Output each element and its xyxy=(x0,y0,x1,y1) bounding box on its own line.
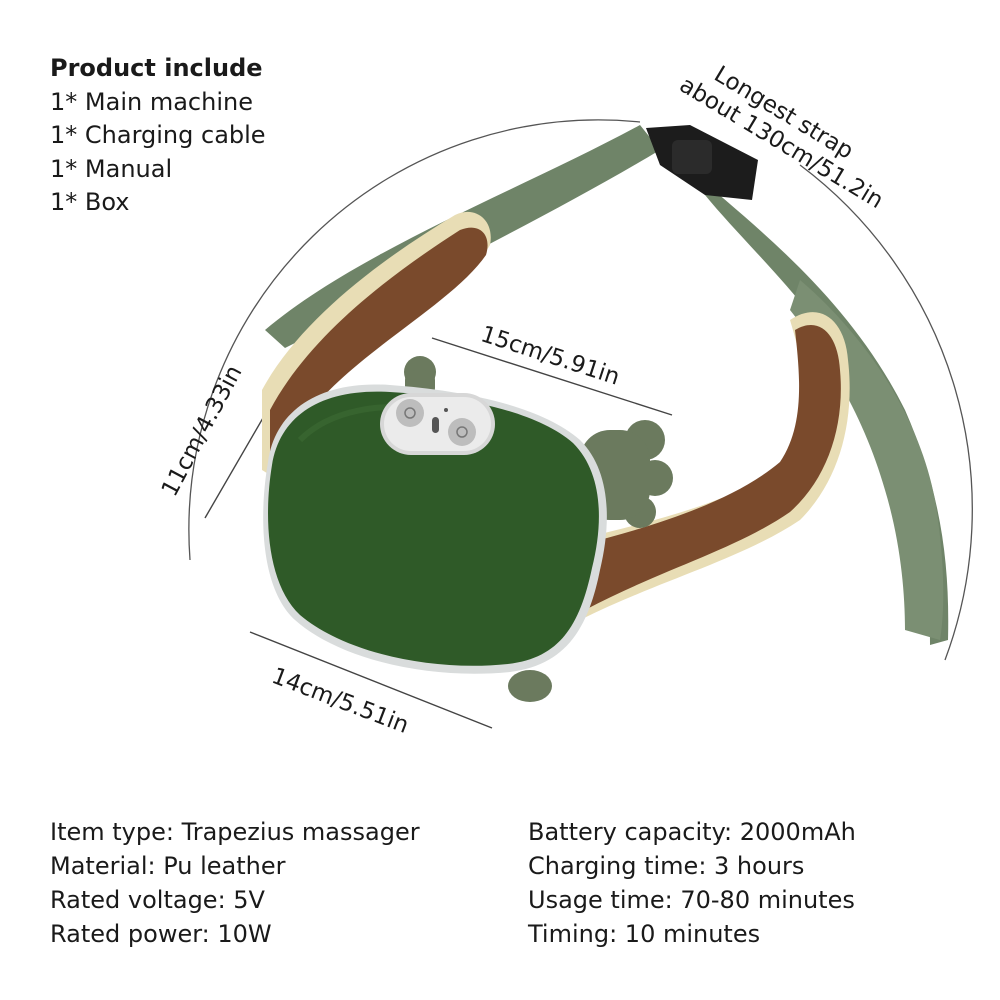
spec-material: Material: Pu leather xyxy=(50,852,286,880)
spec-timing: Timing: 10 minutes xyxy=(528,920,761,948)
include-item: 1* Manual xyxy=(50,154,173,183)
mode-button-icon xyxy=(448,418,476,446)
specs-right: Battery capacity: 2000mAh Charging time:… xyxy=(528,815,856,951)
leather-strap xyxy=(262,211,850,620)
main-machine xyxy=(263,384,607,674)
strap-length-arc-right xyxy=(799,164,973,661)
width-top-line xyxy=(431,337,673,416)
power-button-icon xyxy=(396,399,424,427)
product-include-list: Product include 1* Main machine 1* Charg… xyxy=(50,52,266,220)
spec-charging-time: Charging time: 3 hours xyxy=(528,852,805,880)
control-panel xyxy=(380,393,495,455)
strap-buckle xyxy=(646,125,758,200)
spec-usage-time: Usage time: 70-80 minutes xyxy=(528,886,855,914)
strap-length-arc xyxy=(188,119,641,561)
include-item: 1* Charging cable xyxy=(50,121,266,149)
spec-battery-capacity: Battery capacity: 2000mAh xyxy=(528,818,856,846)
specs-left: Item type: Trapezius massager Material: … xyxy=(50,815,420,951)
include-item: 1* Main machine xyxy=(50,87,253,116)
spec-rated-voltage: Rated voltage: 5V xyxy=(50,886,265,914)
spec-item-type: Item type: Trapezius massager xyxy=(50,818,420,846)
spec-rated-power: Rated power: 10W xyxy=(50,920,272,948)
usb-c-port-icon xyxy=(432,417,439,433)
product-include-heading: Product include xyxy=(50,54,263,82)
width-bottom-line xyxy=(249,631,493,729)
include-item: 1* Box xyxy=(50,188,130,216)
